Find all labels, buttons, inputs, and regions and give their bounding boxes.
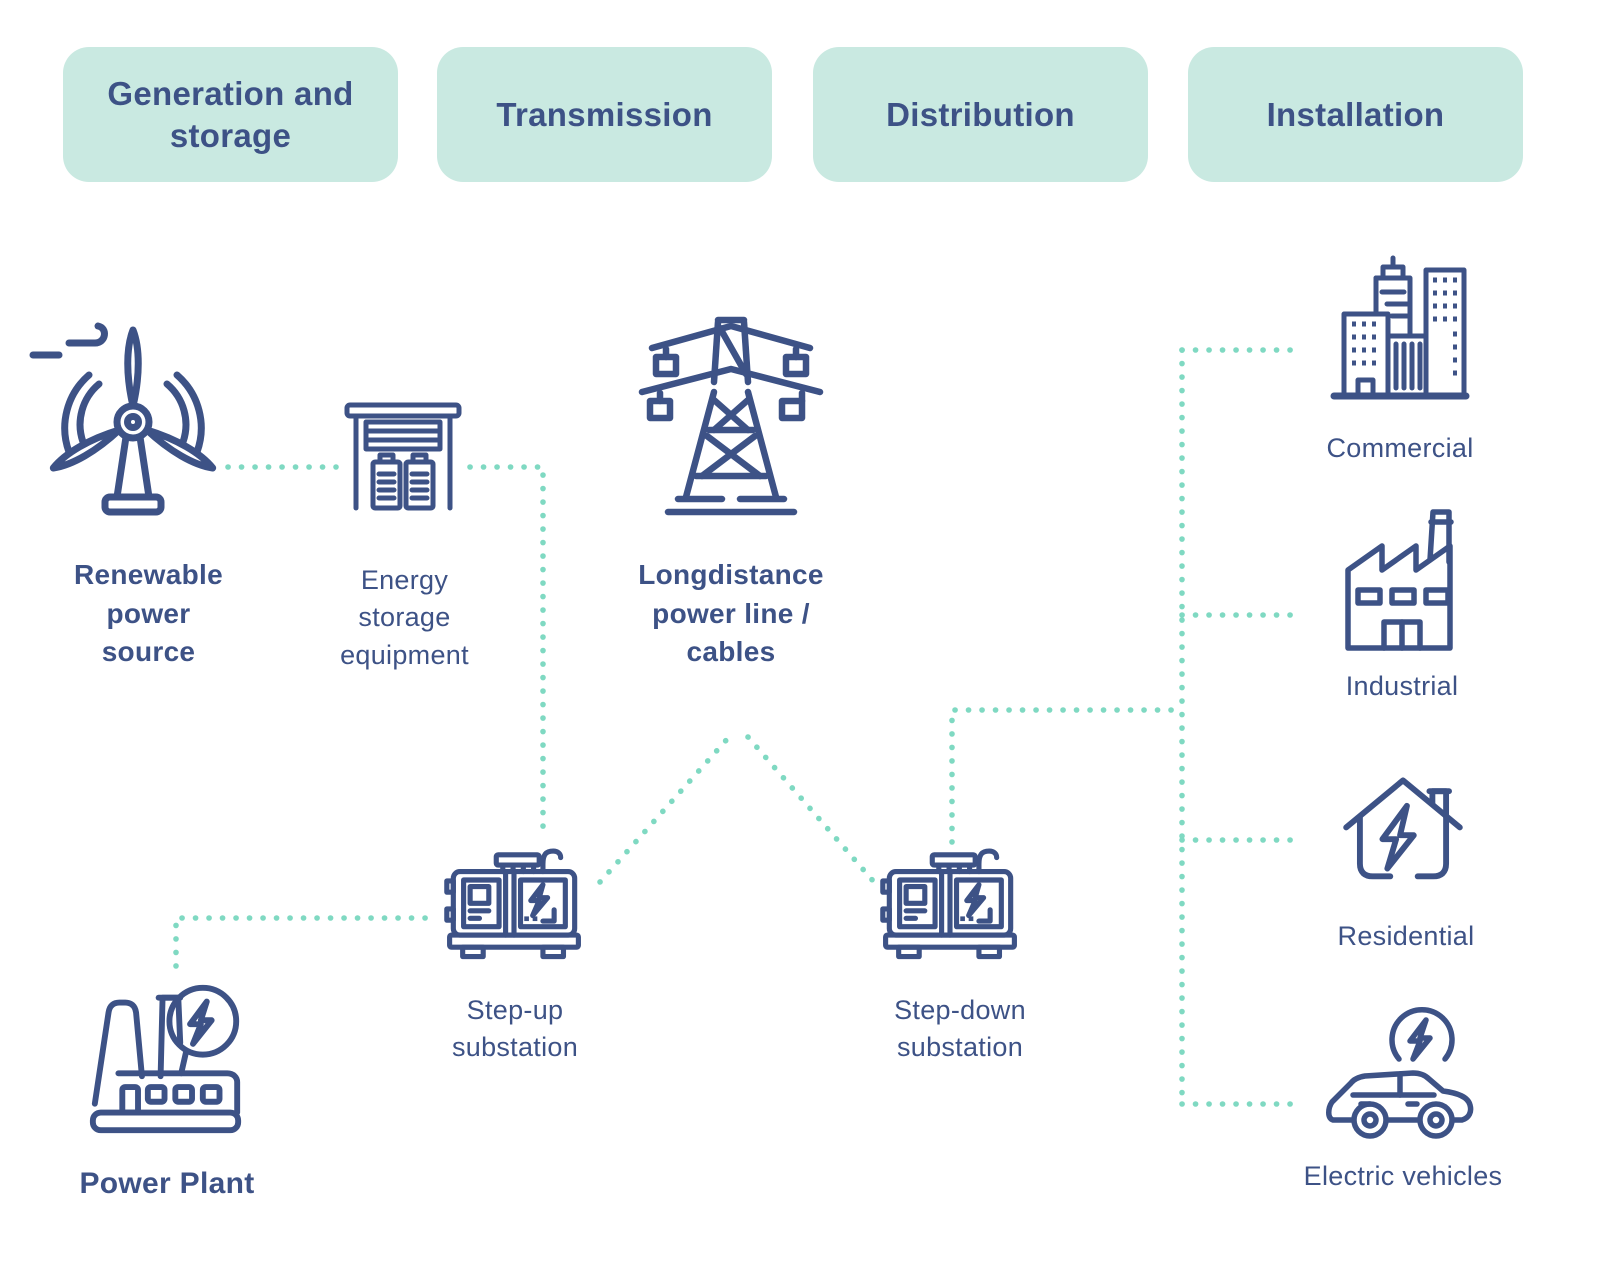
- stage-label: Distribution: [886, 95, 1075, 133]
- stage-label: Generation and storage: [107, 74, 354, 154]
- renewable-power-source-label: Renewable power source: [74, 559, 223, 668]
- electric-car-icon: [1320, 1002, 1484, 1148]
- connector-stepdown-trunk: [949, 707, 1185, 845]
- stage-pill-installation: Installation: [1188, 47, 1523, 182]
- commercial-buildings-icon: [1330, 248, 1470, 403]
- power-plant-label: Power Plant: [79, 1167, 255, 1200]
- stage-label: Installation: [1266, 95, 1445, 133]
- connector-powerline-stepdown: [745, 734, 877, 885]
- power-plant-icon: [85, 980, 247, 1142]
- stage-pill-generation-storage: Generation and storage: [63, 47, 398, 182]
- stage-pill-transmission: Transmission: [437, 47, 772, 182]
- commercial-label: Commercial: [1326, 433, 1474, 463]
- connector-storage-stepup: [467, 464, 546, 833]
- battery-storage-icon: [340, 392, 466, 518]
- transmission-tower-icon: [630, 310, 826, 522]
- substation-icon: [444, 838, 584, 978]
- stage-pill-distribution: Distribution: [813, 47, 1148, 182]
- house-energy-icon: [1338, 752, 1468, 894]
- industrial-label: Industrial: [1345, 671, 1459, 701]
- substation-icon: [880, 838, 1020, 978]
- stepdown-substation-label: Step-down substation: [894, 995, 1026, 1063]
- stage-label: Transmission: [496, 95, 713, 133]
- energy-storage-label: Energy storage equipment: [340, 565, 469, 670]
- connector-powerplant-stepup: [173, 915, 439, 969]
- wind-turbine-icon: [25, 318, 237, 526]
- electric-vehicles-label: Electric vehicles: [1303, 1161, 1503, 1191]
- stepup-substation-label: Step-up substation: [451, 995, 579, 1063]
- connector-stepup-powerline: [597, 734, 732, 885]
- residential-label: Residential: [1337, 921, 1475, 951]
- factory-icon: [1332, 500, 1472, 655]
- powerline-label: Longdistance power line / cables: [638, 559, 824, 668]
